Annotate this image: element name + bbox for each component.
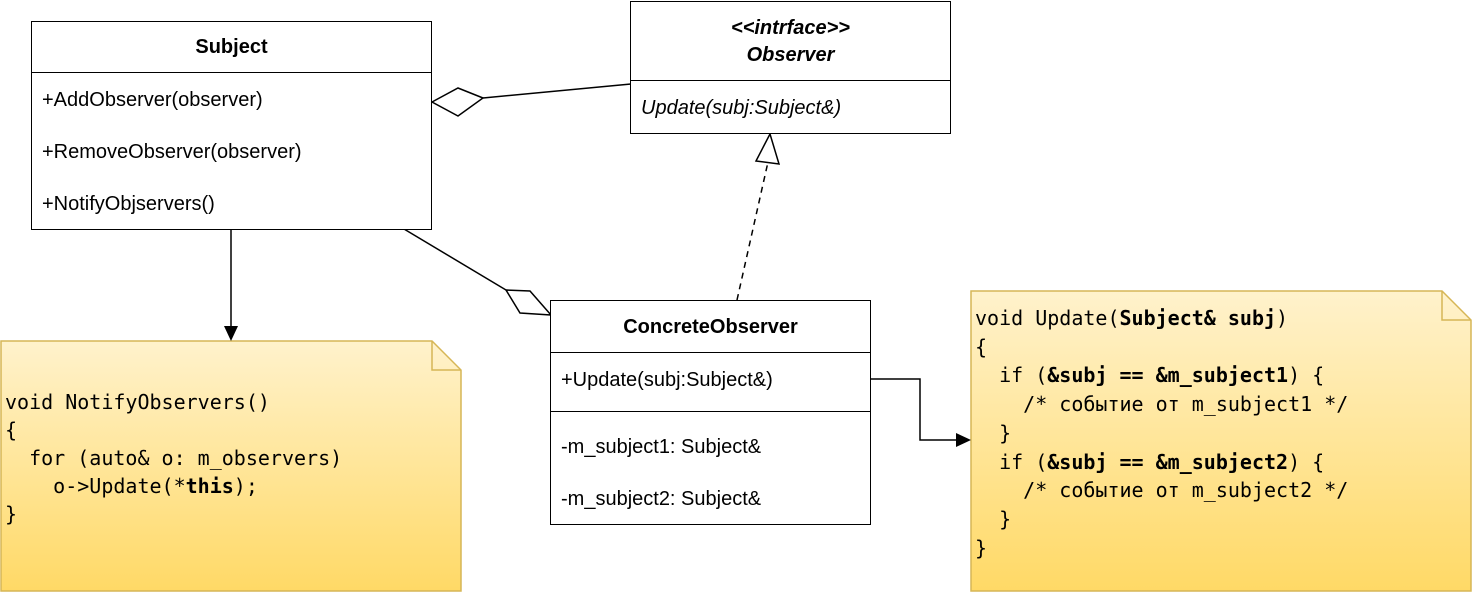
- aggregation-line-observer: [482, 83, 632, 99]
- note-update-token: &subj == &m_subject1: [1047, 363, 1289, 388]
- note-update-token: if (: [975, 449, 1048, 474]
- realization-arrowhead: [754, 132, 781, 165]
- note-update-line: /* событие от m_subject2 */: [975, 476, 1348, 505]
- note-update-line: }: [975, 534, 1348, 563]
- note-update-line: if (&subj == &m_subject1) {: [975, 361, 1348, 390]
- subject-method-notify: +NotifyObjservers(): [42, 193, 215, 215]
- note-update-fold: [1441, 291, 1471, 321]
- note-notify-line: }: [5, 500, 342, 528]
- observer-method-update: Update(subj:Subject&): [641, 97, 842, 119]
- note-notify-token: void NotifyObservers(): [5, 390, 270, 414]
- note-update-line: {: [975, 333, 1348, 362]
- class-concrete-observer[interactable]: ConcreteObserver +Update(subj:Subject&) …: [550, 300, 871, 525]
- note-update-token: ) {: [1288, 449, 1325, 474]
- note-update-token: void Update(: [975, 306, 1120, 330]
- class-subject-name: Subject: [195, 36, 268, 58]
- subject-to-note-arrowhead: [224, 326, 238, 341]
- note-update-line: void Update(Subject& subj): [975, 304, 1348, 333]
- note-update-token: if (: [975, 363, 1048, 388]
- note-update-token: /* событие от m_subject2 */: [975, 478, 1349, 503]
- note-update-token: {: [975, 334, 988, 359]
- note-update-line: }: [975, 419, 1348, 448]
- note-update-token: &subj == &m_subject2: [1047, 449, 1289, 474]
- aggregation-diamond-subject: [430, 87, 485, 117]
- note-notify-token: );: [233, 474, 258, 498]
- concrete-field-subject2: -m_subject2: Subject&: [561, 488, 762, 510]
- note-notify-token: }: [5, 502, 18, 526]
- update-to-note-arrowhead: [956, 433, 971, 447]
- concrete-field-subject1: -m_subject1: Subject&: [561, 436, 762, 458]
- note-update-line: if (&subj == &m_subject2) {: [975, 448, 1348, 477]
- aggregation-line-concrete: [403, 228, 507, 291]
- concrete-method-update: +Update(subj:Subject&): [561, 369, 773, 391]
- note-notify-token: o->Update(*: [5, 474, 186, 498]
- note-notify-line: {: [5, 416, 342, 444]
- note-update-token: }: [975, 506, 1012, 531]
- note-update-token: }: [975, 535, 988, 560]
- note-notify-token: this: [185, 474, 234, 498]
- note-update-line: /* событие от m_subject1 */: [975, 390, 1348, 419]
- class-concrete-observer-name: ConcreteObserver: [623, 316, 798, 338]
- note-notify-line: o->Update(*this);: [5, 472, 342, 500]
- class-subject[interactable]: Subject +AddObserver(observer) +RemoveOb…: [31, 21, 432, 230]
- note-update-token: /* событие от m_subject1 */: [975, 392, 1349, 417]
- update-to-note-line: [870, 378, 958, 441]
- note-notify-shape: [0, 340, 462, 592]
- class-observer-name: Observer: [746, 44, 835, 66]
- note-notify-token: {: [5, 418, 18, 442]
- note-notify-code: void NotifyObservers() { for (auto& o: m_…: [5, 388, 342, 528]
- note-update-token: }: [975, 420, 1012, 445]
- note-notify-token: for (auto& o: m_observers): [5, 446, 343, 470]
- note-update-line: }: [975, 505, 1348, 534]
- aggregation-diamond-concrete: [504, 289, 553, 316]
- note-notify-line: for (auto& o: m_observers): [5, 444, 342, 472]
- note-update-shape: [970, 290, 1472, 592]
- note-update-token: ) {: [1288, 363, 1325, 388]
- note-update-token: Subject& subj: [1119, 306, 1277, 330]
- note-notify-line: void NotifyObservers(): [5, 388, 342, 416]
- note-update-code: void Update(Subject& subj){ if (&subj ==…: [975, 304, 1348, 562]
- class-observer[interactable]: <<intrface>> Observer Update(subj:Subjec…: [630, 1, 951, 134]
- subject-method-remove: +RemoveObserver(observer): [42, 141, 302, 163]
- realization-line: [736, 161, 769, 301]
- subject-method-add: +AddObserver(observer): [42, 89, 263, 111]
- class-observer-stereotype: <<intrface>>: [731, 17, 850, 39]
- note-notify-fold: [431, 341, 461, 371]
- note-update-token: ): [1276, 306, 1289, 330]
